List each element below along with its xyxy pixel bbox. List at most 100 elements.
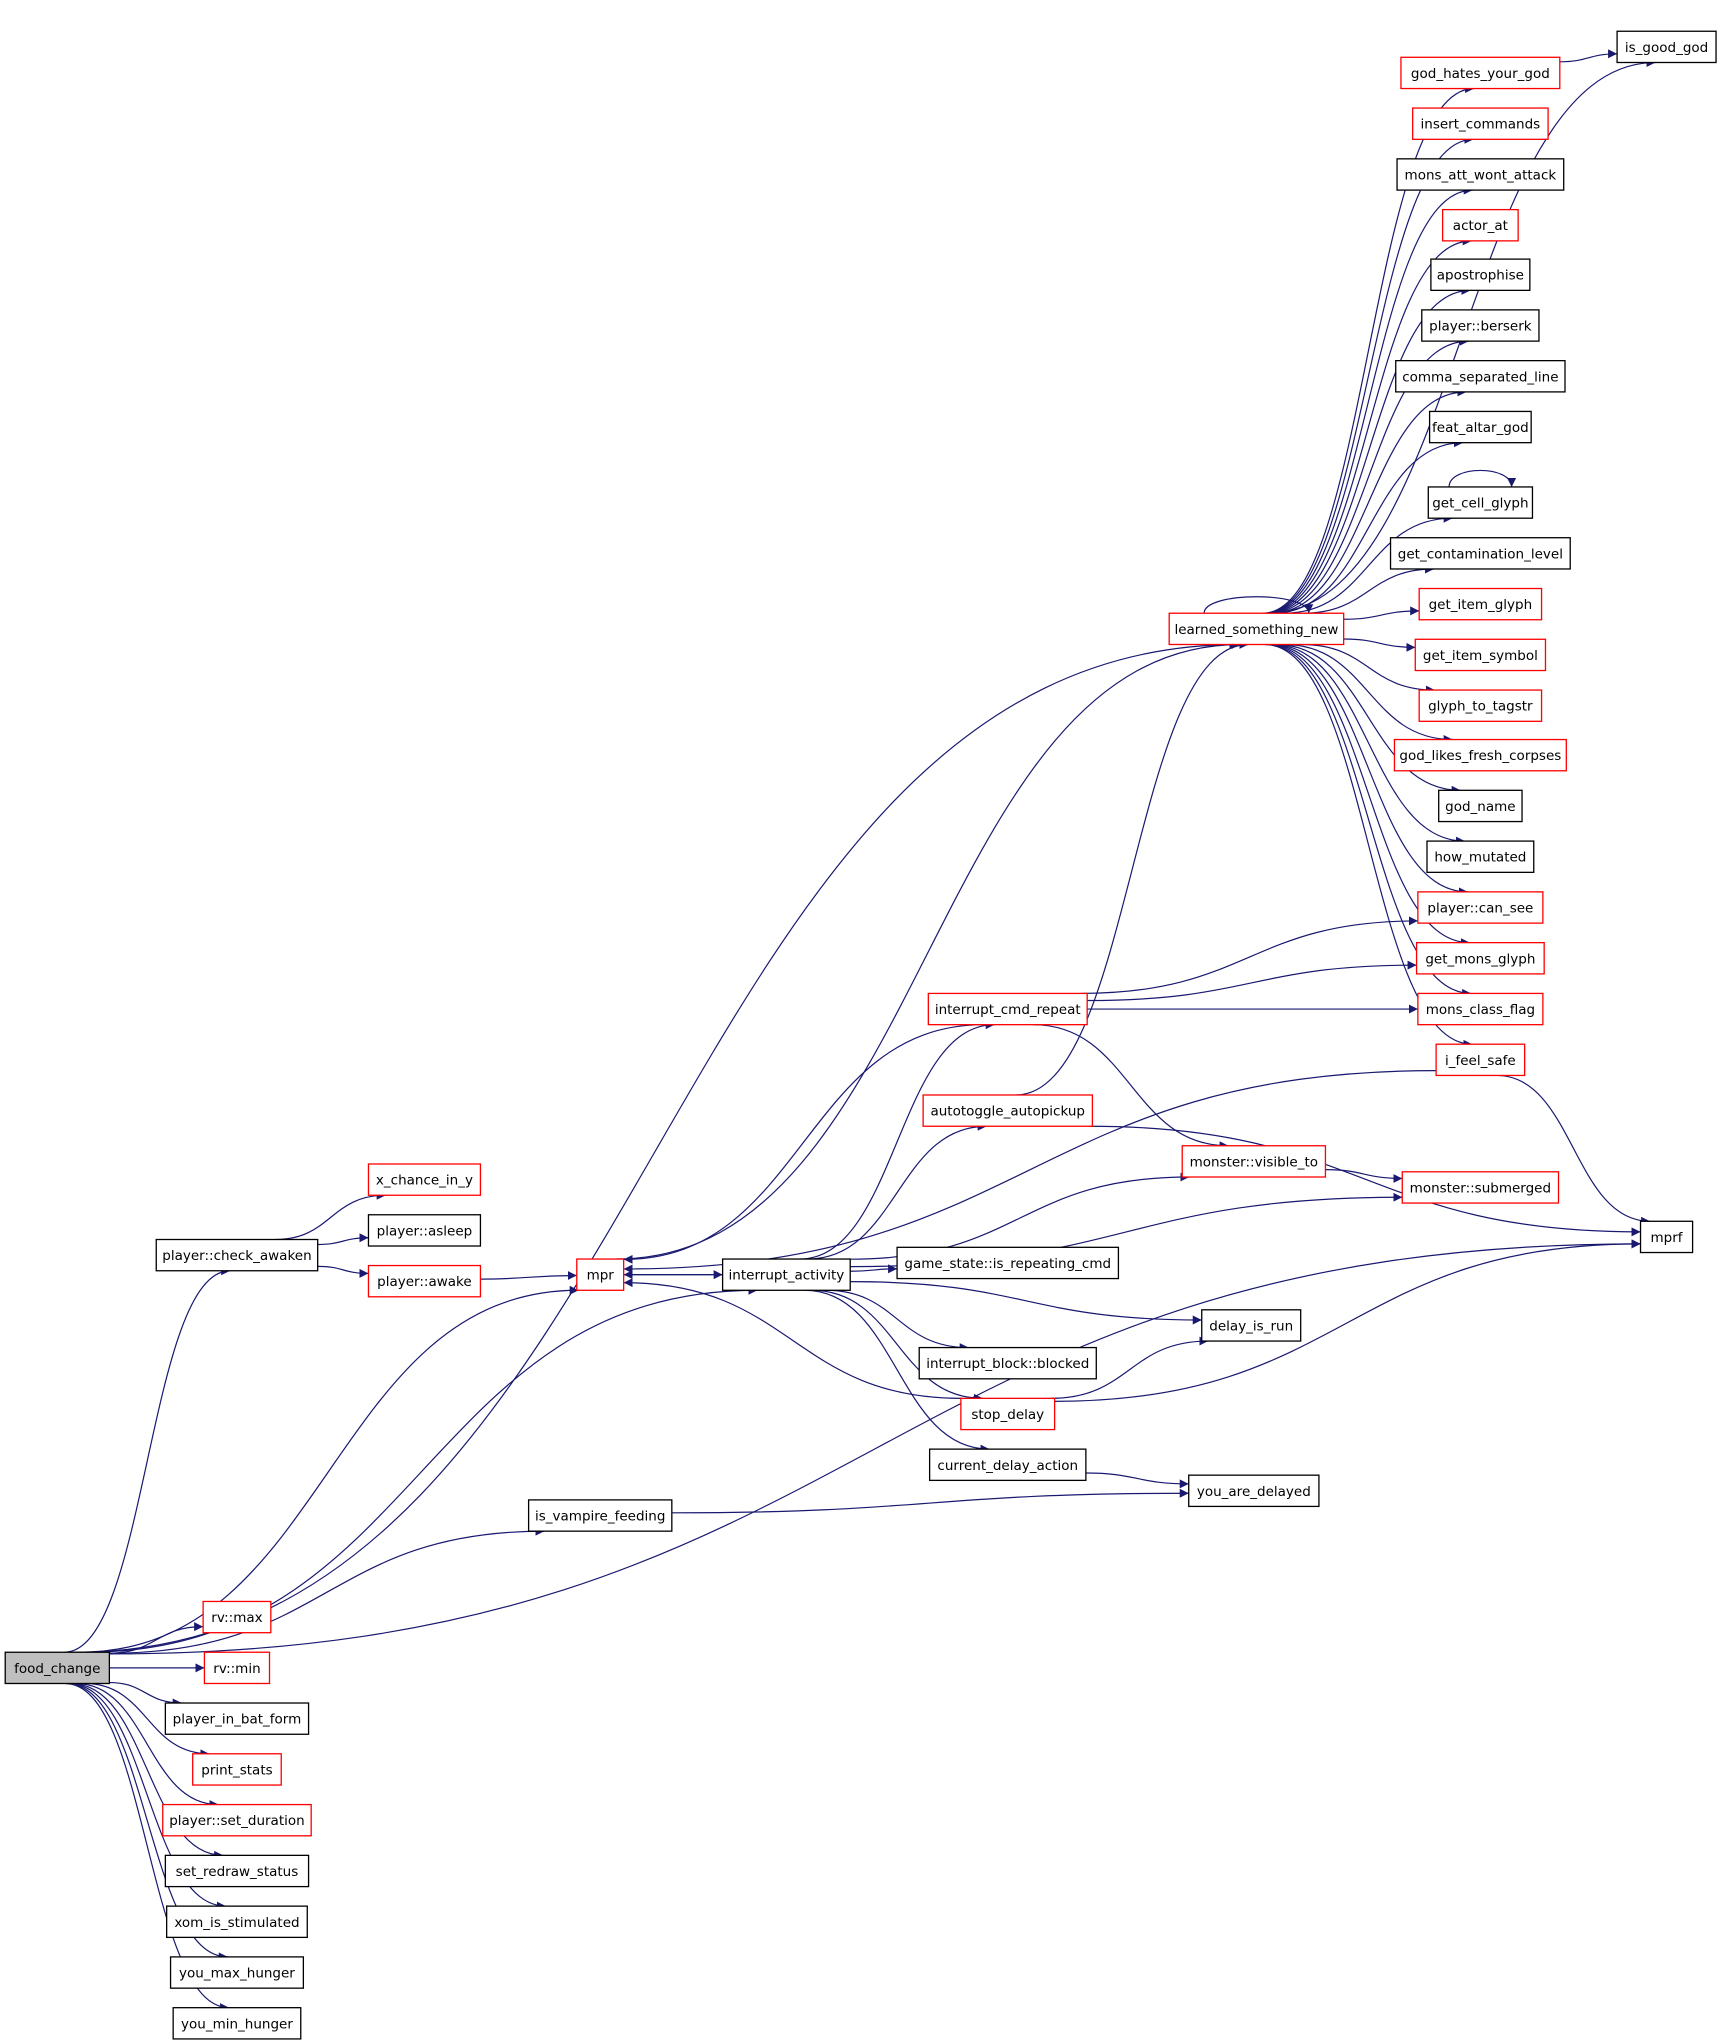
- node-label: x_chance_in_y: [376, 1173, 473, 1189]
- node-god-hates-your-god[interactable]: god_hates_your_god: [1400, 56, 1561, 90]
- edge-interrupt_cmd_repeat-to-get_mons_glyph: [1087, 960, 1417, 1002]
- node-monster-submerged[interactable]: monster::submerged: [1401, 1171, 1560, 1204]
- node-current-delay-action[interactable]: current_delay_action: [928, 1448, 1087, 1482]
- node-box: [1168, 612, 1345, 646]
- node-box: [721, 1258, 851, 1291]
- node-interrupt-block-blocked[interactable]: interrupt_block::blocked: [918, 1346, 1097, 1380]
- node-box: [172, 2007, 302, 2040]
- node-box: [367, 1264, 482, 1298]
- node-mons-class-flag[interactable]: mons_class_flag: [1417, 992, 1544, 1026]
- node-god-name[interactable]: god_name: [1438, 789, 1523, 823]
- node-mpr[interactable]: mpr: [576, 1258, 625, 1291]
- node-label: you_max_hunger: [179, 1966, 295, 1982]
- node-delay-is-run[interactable]: delay_is_run: [1201, 1309, 1302, 1342]
- node-box: [1415, 941, 1545, 975]
- node-comma-separated-line[interactable]: comma_separated_line: [1395, 360, 1566, 393]
- edge-i_feel_safe-to-mpr: [623, 1070, 1437, 1274]
- node-label: mpr: [587, 1268, 615, 1284]
- node-label: player::berserk: [1429, 319, 1532, 335]
- node-i-feel-safe[interactable]: i_feel_safe: [1435, 1043, 1526, 1077]
- node-label: game_state::is_repeating_cmd: [904, 1256, 1111, 1272]
- node-glyph-to-tagstr[interactable]: glyph_to_tagstr: [1418, 689, 1543, 722]
- edge-learned_something_new-to-mons_att_wont_attack: [1264, 185, 1473, 614]
- node-label: interrupt_cmd_repeat: [935, 1002, 1081, 1018]
- node-box: [1417, 992, 1544, 1026]
- node-apostrophise[interactable]: apostrophise: [1430, 258, 1531, 291]
- node-get-item-glyph[interactable]: get_item_glyph: [1418, 587, 1543, 621]
- node-box: [203, 1651, 271, 1685]
- node-box: [1393, 738, 1567, 772]
- node-label: interrupt_block::blocked: [926, 1356, 1089, 1372]
- node-label: get_item_glyph: [1429, 597, 1533, 613]
- node-mons-att-wont-attack[interactable]: mons_att_wont_attack: [1396, 158, 1565, 191]
- node-monster-visible-to[interactable]: monster::visible_to: [1181, 1145, 1327, 1178]
- edge-learned_something_new-to-apostrophise: [1266, 285, 1471, 614]
- edge-interrupt_activity-to-delay_is_run: [850, 1281, 1202, 1325]
- node-rv-min[interactable]: rv::min: [203, 1651, 271, 1685]
- node-player-berserk[interactable]: player::berserk: [1421, 309, 1540, 342]
- node-box: [1400, 56, 1561, 90]
- node-player-can-see[interactable]: player::can_see: [1417, 891, 1544, 924]
- node-box: [162, 1803, 312, 1837]
- node-get-item-symbol[interactable]: get_item_symbol: [1414, 638, 1547, 672]
- edge-i_feel_safe-to-mprf: [1496, 1074, 1651, 1226]
- node-x-chance-in-y[interactable]: x_chance_in_y: [367, 1163, 482, 1196]
- node-god-likes-fresh-corpses[interactable]: god_likes_fresh_corpses: [1393, 738, 1567, 772]
- node-label: stop_delay: [971, 1407, 1044, 1423]
- node-label: is_good_god: [1625, 40, 1708, 56]
- node-box: [1201, 1309, 1302, 1342]
- edge-learned_something_new-to-player_berserk: [1267, 336, 1469, 614]
- node-food-change[interactable]: food_change: [4, 1651, 111, 1685]
- node-insert-commands[interactable]: insert_commands: [1412, 107, 1549, 140]
- node-is-vampire-feeding[interactable]: is_vampire_feeding: [527, 1499, 673, 1532]
- node-box: [918, 1346, 1097, 1380]
- edge-learned_something_new-to-player_can_see: [1268, 643, 1468, 897]
- node-get-contamination-level[interactable]: get_contamination_level: [1389, 537, 1571, 570]
- edge-food_change-to-print_stats: [84, 1682, 210, 1759]
- nodes-layer: food_change is_good_god god_hates_your_god…: [4, 30, 1717, 2040]
- node-player-awake[interactable]: player::awake: [367, 1264, 482, 1298]
- node-box: [896, 1246, 1120, 1280]
- node-label: food_change: [14, 1661, 100, 1677]
- node-you-max-hunger[interactable]: you_max_hunger: [169, 1956, 305, 1989]
- node-learned-something-new[interactable]: learned_something_new: [1168, 612, 1345, 646]
- node-player-check-awaken[interactable]: player::check_awaken: [155, 1238, 319, 1272]
- node-label: god_name: [1445, 799, 1515, 815]
- node-box: [155, 1238, 319, 1272]
- node-get-cell-glyph[interactable]: get_cell_glyph: [1427, 486, 1534, 519]
- node-box: [367, 1214, 482, 1247]
- node-set-redraw-status[interactable]: set_redraw_status: [164, 1854, 310, 1888]
- node-stop-delay[interactable]: stop_delay: [960, 1397, 1056, 1431]
- node-you-are-delayed[interactable]: you_are_delayed: [1188, 1474, 1320, 1508]
- node-print-stats[interactable]: print_stats: [192, 1753, 282, 1786]
- edges-layer: [64, 49, 1656, 2013]
- edge-get_cell_glyph-to-get_cell_glyph: [1448, 469, 1517, 488]
- edge-food_change-to-set_redraw_status: [71, 1682, 224, 1860]
- node-game-state-is-repeating-cmd[interactable]: game_state::is_repeating_cmd: [896, 1246, 1120, 1280]
- node-you-min-hunger[interactable]: you_min_hunger: [172, 2007, 302, 2040]
- node-how-mutated[interactable]: how_mutated: [1426, 840, 1535, 873]
- node-actor-at[interactable]: actor_at: [1441, 208, 1519, 242]
- node-is-good-god[interactable]: is_good_god: [1616, 30, 1717, 64]
- node-interrupt-activity[interactable]: interrupt_activity: [721, 1258, 851, 1291]
- node-autotoggle-autopickup[interactable]: autotoggle_autopickup: [922, 1094, 1094, 1127]
- node-mprf[interactable]: mprf: [1639, 1220, 1694, 1254]
- edge-stop_delay-to-mprf: [1054, 1239, 1641, 1402]
- edge-interrupt_activity-to-autotoggle_autopickup: [807, 1121, 987, 1260]
- node-get-mons-glyph[interactable]: get_mons_glyph: [1415, 941, 1545, 975]
- node-rv-max[interactable]: rv::max: [202, 1600, 272, 1634]
- edge-food_change-to-you_min_hunger: [65, 1682, 230, 2013]
- node-label: actor_at: [1453, 218, 1508, 234]
- node-feat-altar-god[interactable]: feat_altar_god: [1428, 410, 1532, 444]
- node-xom-is-stimulated[interactable]: xom_is_stimulated: [166, 1905, 308, 1939]
- node-player-in-bat-form[interactable]: player_in_bat_form: [164, 1702, 310, 1735]
- node-box: [1412, 107, 1549, 140]
- node-interrupt-cmd-repeat[interactable]: interrupt_cmd_repeat: [927, 992, 1088, 1026]
- edge-interrupt_activity-to-game_state_is_repeating_cmd: [850, 1264, 898, 1274]
- node-player-asleep[interactable]: player::asleep: [367, 1214, 482, 1247]
- node-box: [1430, 258, 1531, 291]
- node-player-set-duration[interactable]: player::set_duration: [162, 1803, 312, 1837]
- edge-learned_something_new-to-get_contamination_level: [1302, 564, 1435, 614]
- node-box: [164, 1702, 310, 1735]
- edge-autotoggle_autopickup-to-learned_something_new: [1015, 640, 1249, 1096]
